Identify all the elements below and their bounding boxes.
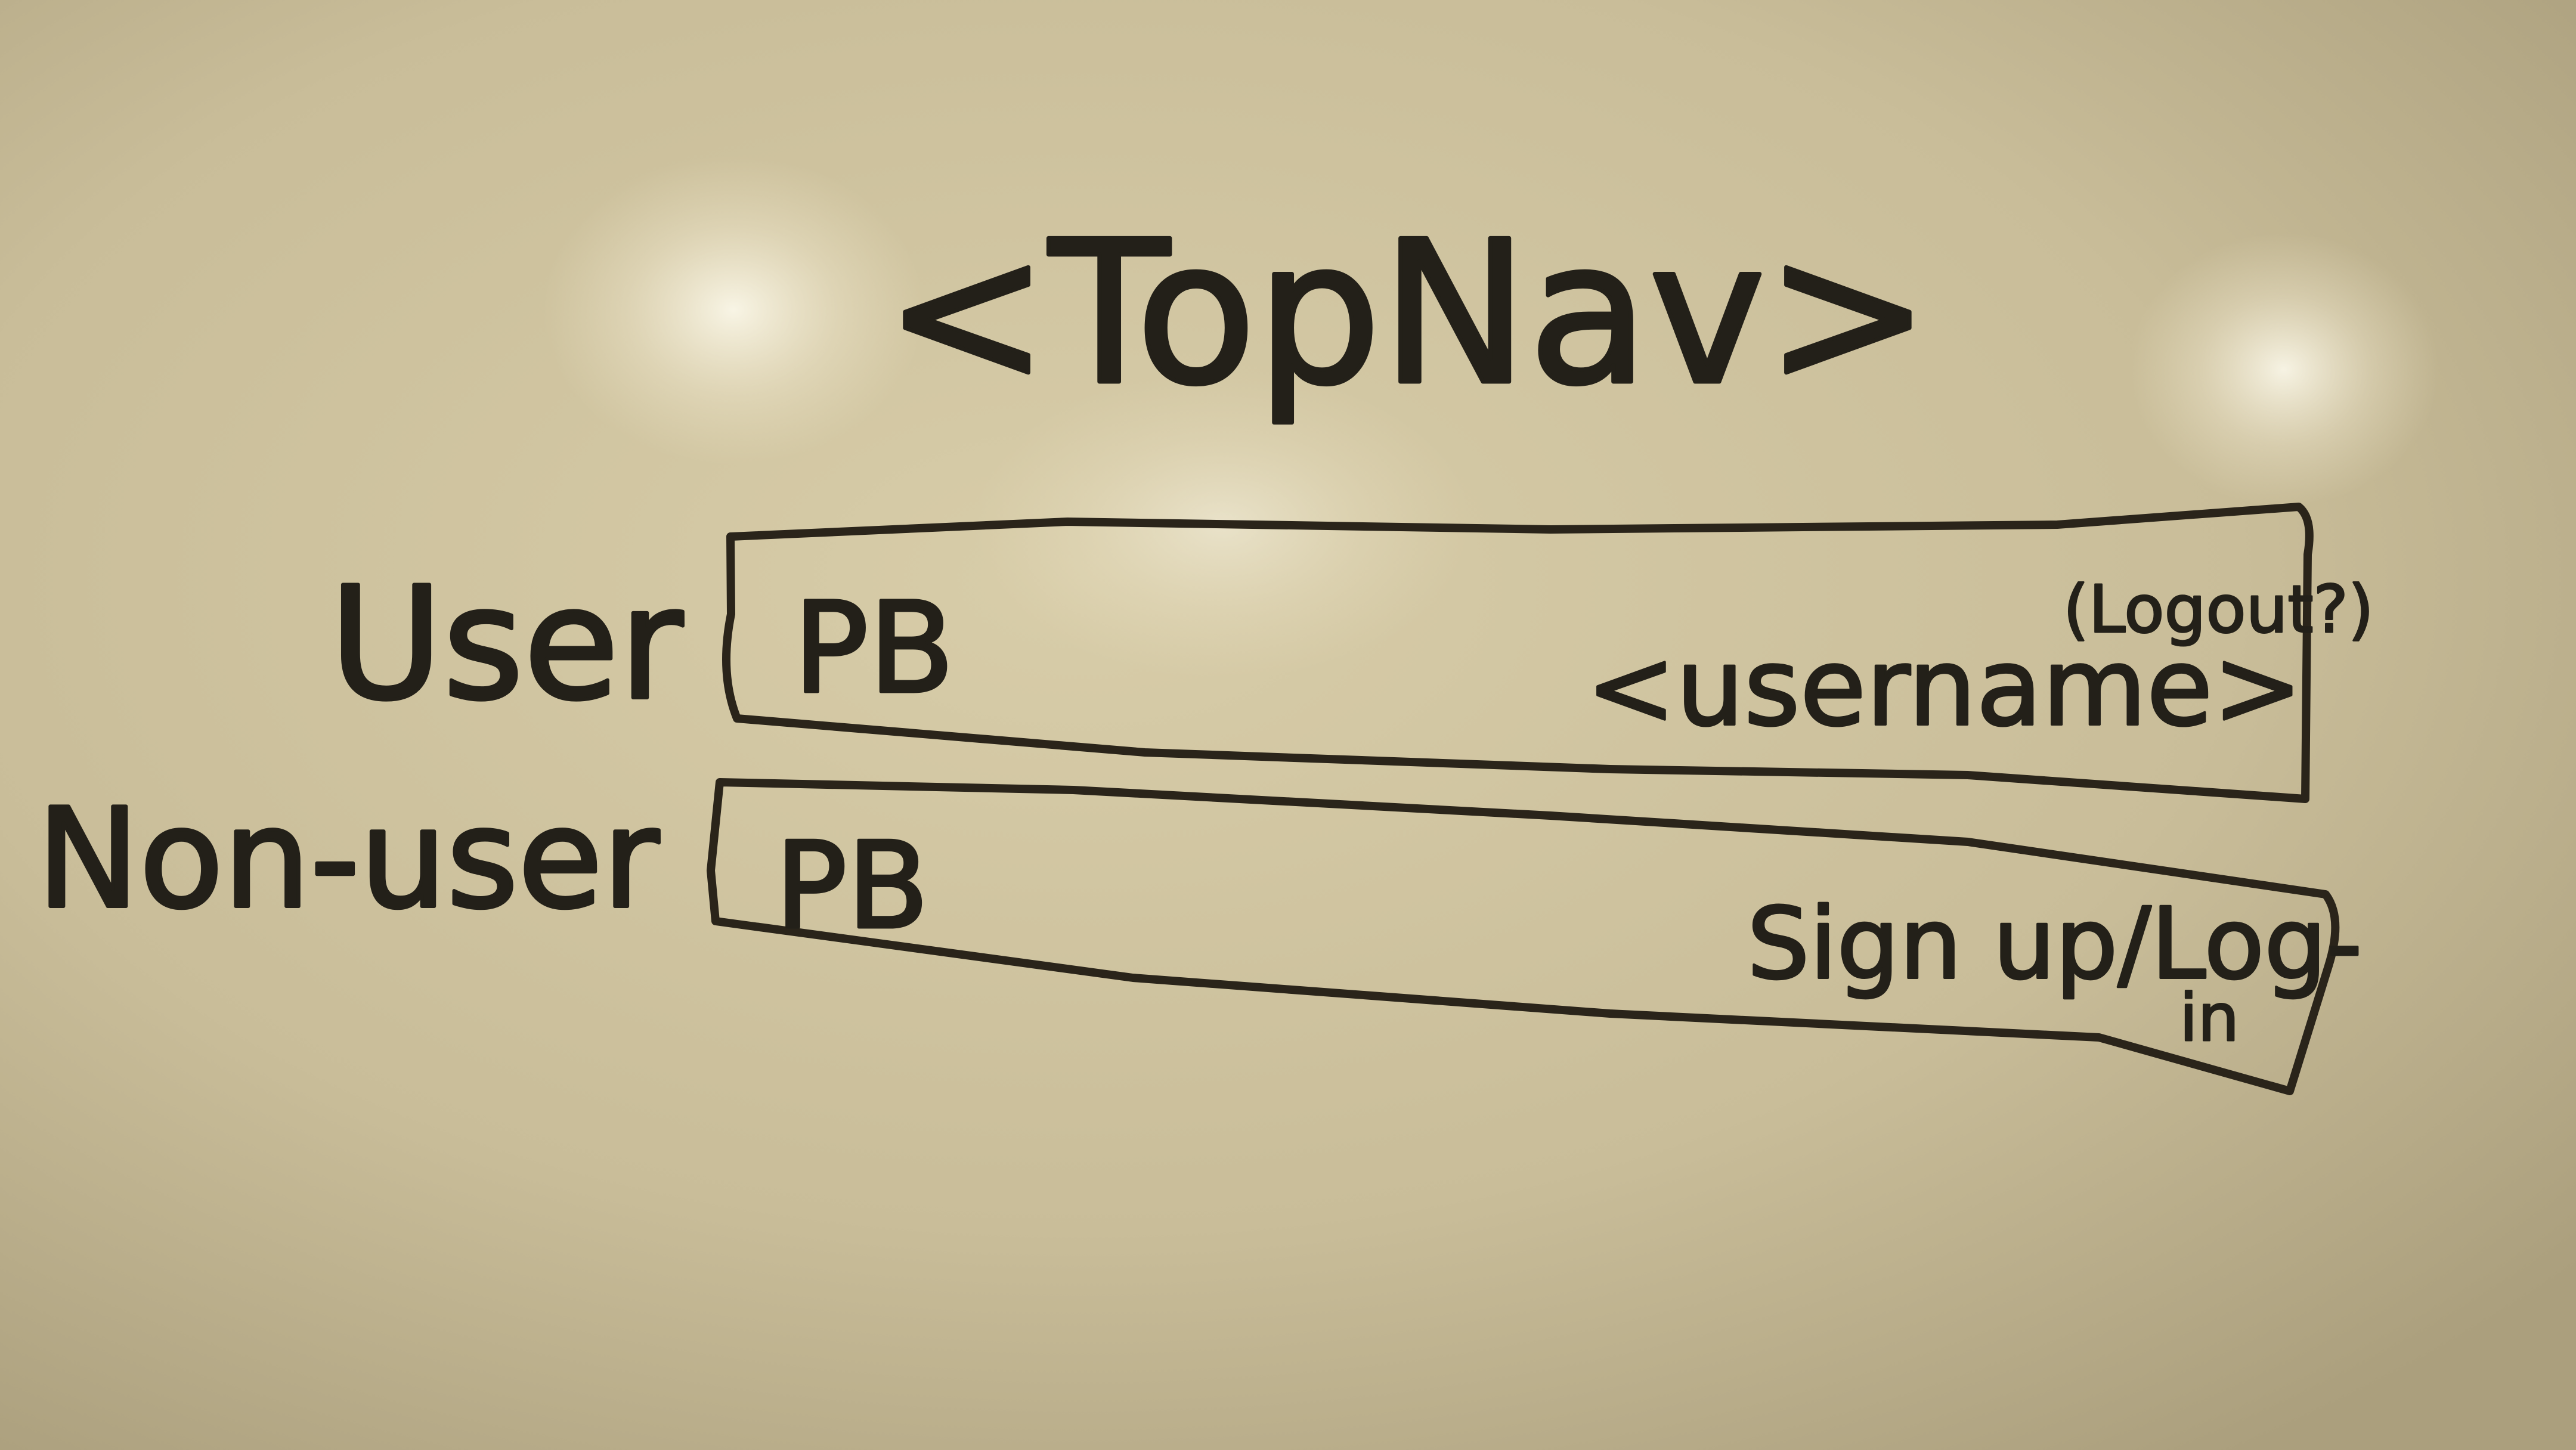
username-text: <username> <box>1586 625 2303 750</box>
glare-left <box>543 155 924 465</box>
non-user-navbar-frame <box>707 778 2340 1095</box>
signup-login-text-continuation: in <box>2179 980 2239 1056</box>
row-label-non-user: Non-user <box>37 780 660 939</box>
logout-note: (Logout?) <box>2063 571 2374 647</box>
diagram-title: <TopNav> <box>884 199 1930 428</box>
non-user-logo: PB <box>775 817 929 956</box>
signup-login-text: Sign up/Log- <box>1747 887 2363 1001</box>
user-logo: PB <box>793 575 955 721</box>
row-label-user: User <box>329 554 684 735</box>
user-navbar-frame <box>722 503 2314 803</box>
glare-right <box>2129 233 2439 507</box>
